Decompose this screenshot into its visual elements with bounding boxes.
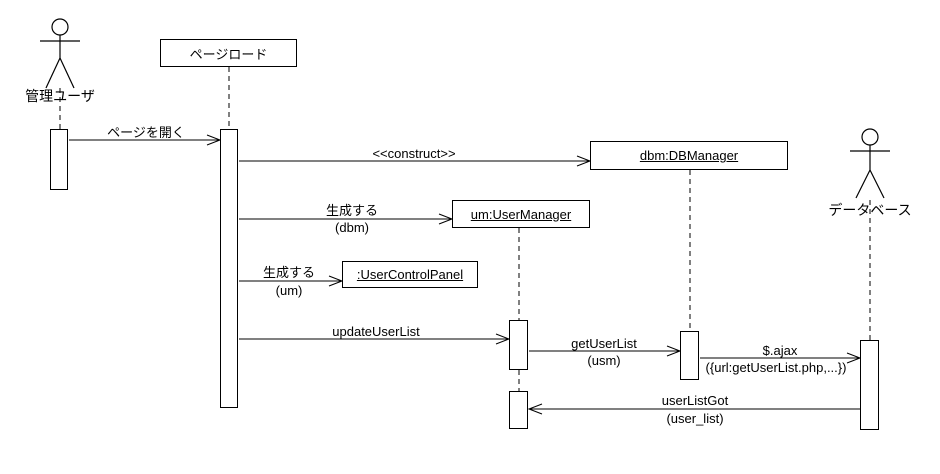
object-box-usermanager-label: um:UserManager	[470, 206, 572, 222]
message-arg-create-dbm: (dbm)	[335, 220, 369, 235]
object-box-dbmanager-label: dbm:DBManager	[639, 148, 739, 163]
activation-bar-pageload	[220, 129, 238, 408]
activation-bar-dbmanager	[680, 331, 699, 380]
actor-admin-icon	[40, 18, 80, 89]
message-label-user-list-got: userListGot	[661, 393, 729, 408]
object-box-usermanager: um:UserManager	[452, 200, 590, 228]
message-arg-ajax: ({url:getUserList.php,...})	[705, 360, 847, 375]
message-arg-get-user-list: (usm)	[587, 353, 621, 368]
message-label-create-dbm: 生成する	[325, 203, 379, 218]
object-box-pageload: ページロード	[160, 39, 297, 67]
object-box-dbmanager: dbm:DBManager	[590, 141, 788, 170]
message-label-ajax: $.ajax	[762, 343, 798, 358]
actor-database-icon	[850, 128, 890, 199]
activation-bar-usermanager-2	[509, 391, 528, 429]
message-label-get-user-list: getUserList	[571, 336, 637, 351]
message-label-update-user-list: updateUserList	[332, 324, 420, 339]
message-arrow-user-list-got	[527, 403, 860, 415]
activation-bar-database	[860, 340, 879, 430]
message-arg-create-um: (um)	[275, 283, 303, 298]
message-label-construct: <<construct>>	[372, 146, 456, 161]
activation-bar-admin	[50, 129, 68, 190]
message-label-open-page: ページを開く	[107, 125, 185, 140]
actor-database-label: データベース	[828, 202, 912, 218]
object-box-usercontrolpanel: :UserControlPanel	[342, 261, 478, 288]
object-box-pageload-label: ページロード	[189, 46, 268, 62]
object-box-usercontrolpanel-label: :UserControlPanel	[356, 267, 464, 282]
message-label-create-um: 生成する	[262, 265, 316, 280]
activation-bar-usermanager-1	[509, 320, 528, 370]
message-arg-user-list-got: (user_list)	[666, 411, 724, 426]
actor-admin-label: 管理ユーザ	[25, 88, 95, 104]
